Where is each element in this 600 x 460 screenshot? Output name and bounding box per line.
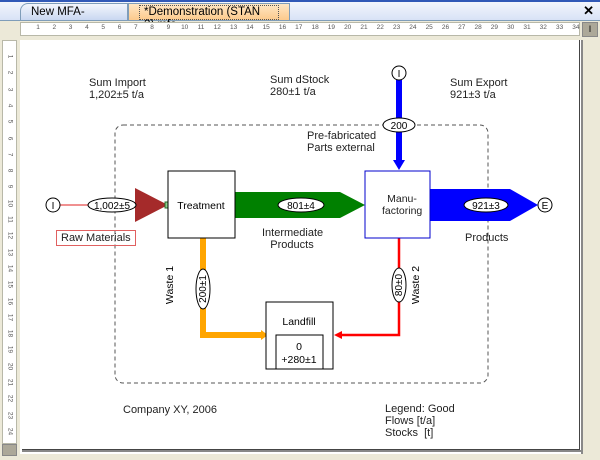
ruler-tick: 10 — [181, 24, 189, 31]
close-icon[interactable]: ✕ — [583, 3, 594, 18]
legend-label: Legend: Good Flows [t/a] Stocks [t] — [385, 403, 455, 439]
products-label: Products — [465, 232, 509, 244]
raw-materials-label[interactable]: Raw Materials — [56, 230, 136, 246]
export-symbol: E — [542, 201, 549, 212]
waste2-flow-line[interactable] — [340, 238, 401, 337]
ruler-tick: 15 — [262, 24, 270, 31]
ruler-tick: 32 — [539, 24, 547, 31]
export-node[interactable] — [537, 197, 553, 213]
ruler-tick: 29 — [490, 24, 498, 31]
ruler-tick: 7 — [133, 24, 138, 31]
sum-dstock-title: Sum dStock — [270, 74, 330, 86]
waste2-value: 80±0 — [394, 273, 405, 296]
ruler-tick: 18 — [311, 24, 319, 31]
ruler-tick: 31 — [523, 24, 531, 31]
ruler-tick: 8 — [150, 24, 154, 31]
process-manufacturing[interactable] — [364, 170, 431, 239]
landfill-label: Landfill — [282, 316, 315, 328]
waste2-label: Waste 2 — [410, 266, 422, 304]
raw-materials-value-badge[interactable] — [87, 197, 137, 213]
ruler-tick: 30 — [507, 24, 515, 31]
ruler-tick: 12 — [213, 24, 221, 31]
ruler-tick: 23 — [392, 24, 401, 31]
ruler-tick: 21 — [360, 24, 368, 31]
sum-import-title: Sum Import — [89, 77, 146, 89]
intermediate-label: Intermediate Products — [262, 227, 324, 251]
ruler-tick: 9 — [166, 24, 171, 31]
company-label: Company XY, 2006 — [123, 404, 217, 416]
ruler-tick: 11 — [197, 24, 205, 31]
waste1-value: 200±1 — [198, 275, 209, 303]
sum-dstock-value: 280±1 t/a — [270, 86, 316, 98]
sum-import-value: 1,202±5 t/a — [89, 89, 144, 101]
system-boundary[interactable] — [114, 124, 489, 384]
ruler-tick: 25 — [425, 24, 433, 31]
sum-export-title: Sum Export — [450, 77, 508, 89]
raw-materials-value: 1,002±5 — [94, 201, 131, 212]
treatment-label: Treatment — [177, 200, 225, 212]
import-symbol: I — [398, 69, 401, 80]
ruler-tick: 19 — [327, 24, 335, 31]
ruler-tick: 14 — [246, 24, 254, 31]
ruler-tick: 28 — [474, 24, 482, 31]
ruler-tick: 1 — [36, 24, 40, 31]
ruler-tick: 27 — [458, 24, 466, 31]
import-node-top[interactable] — [391, 65, 407, 81]
landfill-stock-value: 0 — [296, 341, 302, 353]
intermediate-value-badge[interactable] — [277, 197, 325, 213]
products-value-badge[interactable] — [463, 197, 509, 213]
ruler-tick: 22 — [376, 24, 384, 31]
prefab-value: 200 — [391, 121, 408, 132]
import-symbol: I — [52, 201, 55, 212]
ruler-tick: 34 — [572, 24, 580, 31]
products-value: 921±3 — [472, 201, 500, 212]
tab-new-mfa-system[interactable]: New MFA-System — [20, 3, 128, 35]
ruler-tick: 6 — [117, 24, 122, 31]
ruler-tick: 17 — [295, 24, 303, 31]
ruler-tick: 20 — [344, 24, 352, 31]
intermediate-value: 801±4 — [287, 201, 315, 212]
ruler-tick: 26 — [441, 24, 450, 31]
ruler-tick: 3 — [68, 24, 73, 31]
ruler-tick: 13 — [229, 24, 238, 31]
landfill-stock[interactable] — [275, 334, 324, 370]
waste1-label: Waste 1 — [164, 266, 176, 304]
ruler-tick: 2 — [52, 24, 57, 31]
process-treatment[interactable] — [167, 170, 236, 239]
prefab-label: Pre-fabricated Parts external — [307, 130, 377, 154]
ruler-split-handle[interactable]: I — [582, 22, 598, 37]
ruler-tick: 4 — [85, 24, 89, 31]
import-node-left[interactable] — [45, 197, 61, 213]
prefab-value-badge[interactable] — [382, 117, 416, 133]
manufacturing-label: Manu- factoring — [382, 193, 423, 217]
ruler-tick: 5 — [101, 24, 105, 31]
landfill-stock-change: +280±1 — [281, 354, 316, 366]
waste1-value-badge[interactable] — [195, 268, 211, 310]
ruler-tick: 16 — [278, 24, 287, 31]
ruler-corner — [2, 444, 17, 456]
document-tab-bar: New MFA-System *Demonstration (STAN 2).m… — [0, 0, 600, 35]
ruler-tick: 33 — [555, 24, 564, 31]
waste1-flow-line[interactable] — [200, 238, 263, 338]
raw-materials-arrow[interactable] — [135, 188, 168, 222]
ruler-tick: 24 — [409, 24, 417, 31]
sum-export-value: 921±3 t/a — [450, 89, 496, 101]
tab-demonstration[interactable]: *Demonstration (STAN 2).mfa — [128, 3, 290, 31]
waste2-value-badge[interactable] — [391, 267, 407, 303]
